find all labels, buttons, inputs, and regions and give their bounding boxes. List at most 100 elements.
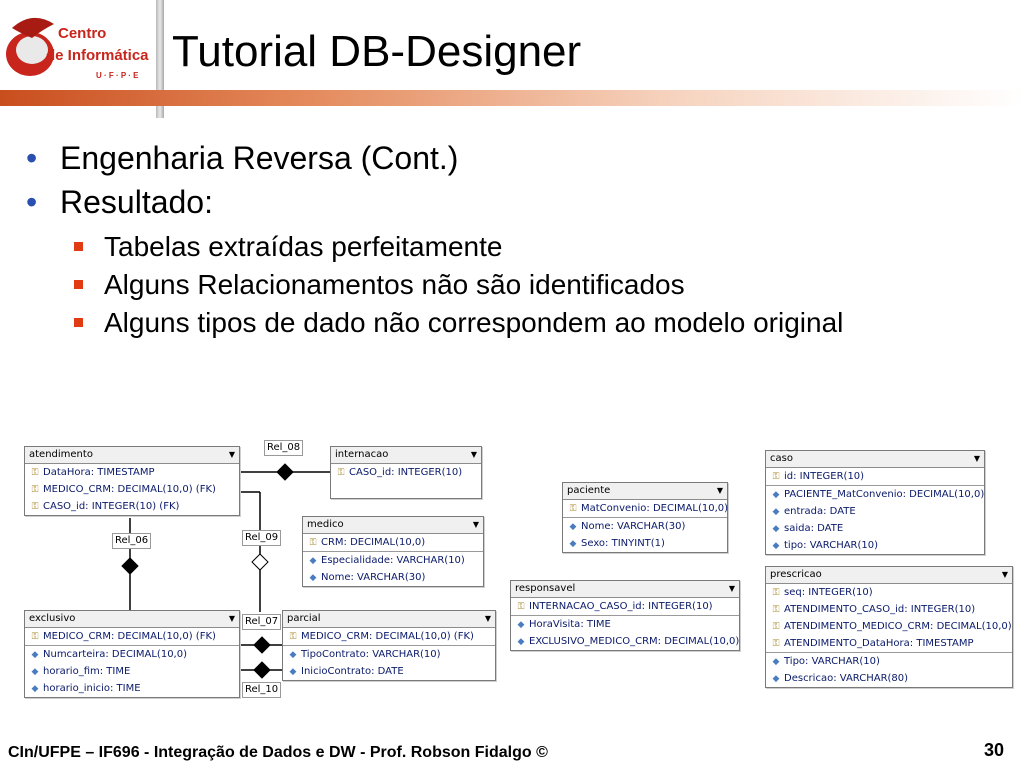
header-vertical-bar — [156, 0, 164, 118]
relationship-markers — [121, 463, 294, 679]
bullet-dot-icon: • — [26, 184, 38, 220]
bullet-text: Engenharia Reversa (Cont.) — [60, 140, 459, 176]
table-row: ◆horario_fim: TIME — [25, 663, 239, 680]
table-medico[interactable]: medico ▼ ⚿CRM: DECIMAL(10,0) ◆Especialida… — [302, 516, 484, 587]
attribute-icon: ◆ — [569, 539, 577, 549]
table-internacao[interactable]: internacao ▼ ⚿CASO_id: INTEGER(10) — [330, 446, 482, 499]
table-row: ⚿CRM: DECIMAL(10,0) — [303, 534, 483, 551]
table-header: parcial ▼ — [283, 611, 495, 628]
logo-line3: U · F · P · E — [96, 71, 139, 80]
relation-label-rel08: Rel_08 — [264, 440, 304, 456]
dropdown-arrow-icon[interactable]: ▼ — [228, 614, 235, 623]
table-responsavel[interactable]: responsavel▼ ⚿INTERNACAO_CASO_id: INTEGE… — [510, 580, 740, 651]
bullet-text: Resultado: — [60, 184, 213, 220]
table-row: ⚿id: INTEGER(10) — [766, 468, 984, 485]
sub-bullet-item: Alguns Relacionamentos não são identific… — [26, 268, 1006, 302]
dropdown-arrow-icon[interactable]: ▼ — [484, 614, 491, 623]
table-row: ◆saida: DATE — [766, 520, 984, 537]
table-name: atendimento — [29, 449, 93, 460]
table-row: ⚿ATENDIMENTO_CASO_id: INTEGER(10) — [766, 601, 1012, 618]
bullet-item: • Resultado: — [26, 182, 1006, 226]
logo-line2: de Informática — [46, 47, 149, 64]
table-row: ◆Especialidade: VARCHAR(10) — [303, 551, 483, 569]
attribute-icon: ◆ — [309, 573, 317, 583]
table-exclusivo[interactable]: exclusivo▼ ⚿MEDICO_CRM: DECIMAL(10,0) (F… — [24, 610, 240, 698]
attribute-icon: ◆ — [289, 650, 297, 660]
table-header: medico ▼ — [303, 517, 483, 534]
table-name: medico — [307, 519, 344, 530]
sub-bullet-text: Alguns Relacionamentos não são identific… — [104, 269, 685, 300]
table-name: caso — [770, 453, 793, 464]
sub-bullet-text: Tabelas extraídas perfeitamente — [104, 231, 503, 262]
attribute-icon: ◆ — [31, 650, 39, 660]
key-icon: ⚿ — [337, 468, 345, 478]
key-icon: ⚿ — [31, 502, 39, 512]
table-caso[interactable]: caso▼ ⚿id: INTEGER(10) ◆PACIENTE_MatConv… — [765, 450, 985, 555]
square-bullet-icon — [74, 242, 83, 251]
table-row: ◆Numcarteira: DECIMAL(10,0) — [25, 645, 239, 663]
sub-bullet-item: Tabelas extraídas perfeitamente — [26, 230, 1006, 264]
attribute-icon: ◆ — [772, 657, 780, 667]
attribute-icon: ◆ — [309, 556, 317, 566]
table-row: ⚿DataHora: TIMESTAMP — [25, 464, 239, 481]
table-row: ◆Sexo: TINYINT(1) — [563, 535, 727, 552]
table-name: prescricao — [770, 569, 822, 580]
footer-text: CIn/UFPE – IF696 - Integração de Dados e… — [8, 744, 548, 761]
table-row: ⚿ATENDIMENTO_MEDICO_CRM: DECIMAL(10,0) — [766, 618, 1012, 635]
table-name: paciente — [567, 485, 611, 496]
centro-de-informatica-logo: Centro de Informática U · F · P · E — [6, 17, 149, 80]
square-bullet-icon — [74, 280, 83, 289]
table-prescricao[interactable]: prescricao▼ ⚿seq: INTEGER(10) ⚿ATENDIMEN… — [765, 566, 1013, 688]
table-row: ◆tipo: VARCHAR(10) — [766, 537, 984, 554]
table-row: ◆entrada: DATE — [766, 503, 984, 520]
dropdown-arrow-icon[interactable]: ▼ — [228, 450, 235, 459]
relation-label-rel06: Rel_06 — [112, 533, 152, 549]
key-icon: ⚿ — [772, 472, 780, 482]
relation-label-rel07: Rel_07 — [242, 614, 282, 630]
attribute-icon: ◆ — [517, 637, 525, 647]
sub-bullet-text: Alguns tipos de dado não correspondem ao… — [104, 307, 844, 338]
table-header: prescricao ▼ — [766, 567, 1012, 584]
dropdown-arrow-icon[interactable]: ▼ — [1001, 570, 1008, 579]
attribute-icon: ◆ — [772, 490, 780, 500]
bullet-dot-icon: • — [26, 140, 38, 176]
relationship-lines — [121, 463, 330, 679]
key-icon: ⚿ — [772, 605, 780, 615]
logo-line1: Centro — [58, 25, 106, 42]
key-icon: ⚿ — [569, 504, 577, 514]
table-header: caso ▼ — [766, 451, 984, 468]
table-parcial[interactable]: parcial▼ ⚿MEDICO_CRM: DECIMAL(10,0) (FK)… — [282, 610, 496, 681]
table-row: ◆Tipo: VARCHAR(10) — [766, 652, 1012, 670]
table-row: ◆Nome: VARCHAR(30) — [303, 569, 483, 586]
attribute-icon: ◆ — [772, 541, 780, 551]
attribute-icon: ◆ — [772, 524, 780, 534]
table-header: exclusivo▼ — [25, 611, 239, 628]
table-row: ⚿INTERNACAO_CASO_id: INTEGER(10) — [511, 598, 739, 615]
table-row: ⚿ATENDIMENTO_DataHora: TIMESTAMP — [766, 635, 1012, 652]
table-name: parcial — [287, 613, 321, 624]
key-icon: ⚿ — [517, 602, 525, 612]
key-icon: ⚿ — [772, 639, 780, 649]
dropdown-arrow-icon[interactable]: ▼ — [716, 486, 723, 495]
table-header: internacao ▼ — [331, 447, 481, 464]
table-atendimento[interactable]: atendimento▼ ⚿DataHora: TIMESTAMP ⚿MEDIC… — [24, 446, 240, 516]
table-header: atendimento ▼ — [25, 447, 239, 464]
square-bullet-icon — [74, 318, 83, 327]
attribute-icon: ◆ — [569, 522, 577, 532]
dropdown-arrow-icon[interactable]: ▼ — [470, 450, 477, 459]
sub-bullet-item: Alguns tipos de dado não correspondem ao… — [26, 306, 964, 340]
table-name: internacao — [335, 449, 389, 460]
key-icon: ⚿ — [309, 538, 317, 548]
bullet-list: • Engenharia Reversa (Cont.) • Resultado… — [26, 138, 1006, 340]
table-row: ◆Descricao: VARCHAR(80) — [766, 670, 1012, 687]
table-row: ⚿CASO_id: INTEGER(10) — [331, 464, 481, 498]
key-icon: ⚿ — [31, 468, 39, 478]
dropdown-arrow-icon[interactable]: ▼ — [973, 454, 980, 463]
attribute-icon: ◆ — [772, 507, 780, 517]
table-paciente[interactable]: paciente▼ ⚿MatConvenio: DECIMAL(10,0) ◆N… — [562, 482, 728, 553]
dropdown-arrow-icon[interactable]: ▼ — [472, 520, 479, 529]
dropdown-arrow-icon[interactable]: ▼ — [728, 584, 735, 593]
table-row: ⚿MatConvenio: DECIMAL(10,0) — [563, 500, 728, 517]
relation-label-rel10: Rel_10 — [242, 682, 282, 698]
logo-emblem-icon — [6, 17, 54, 76]
